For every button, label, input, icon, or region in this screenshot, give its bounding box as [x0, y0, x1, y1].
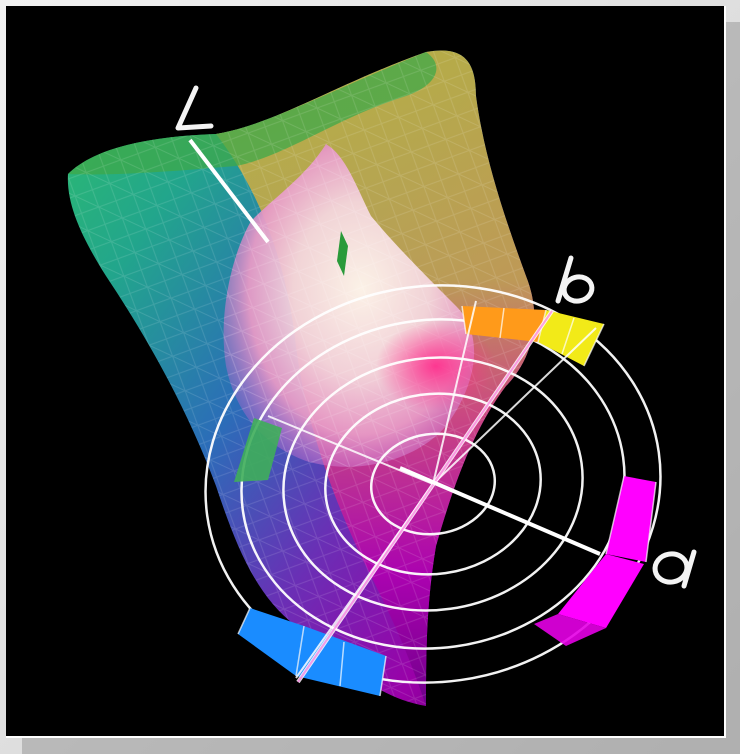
b-axis-label-text: b: [578, 288, 580, 290]
l-axis-label-text: L: [196, 105, 198, 107]
gamut-illustration: L b a: [6, 6, 724, 736]
color-gamut-scene: L b a: [6, 6, 726, 738]
b-axis-label: b: [558, 258, 595, 304]
l-axis-label: L: [178, 88, 211, 128]
a-axis-label-text: a: [671, 567, 673, 569]
a-axis-label: a: [653, 551, 694, 586]
sector-magenta-2: [558, 554, 644, 628]
